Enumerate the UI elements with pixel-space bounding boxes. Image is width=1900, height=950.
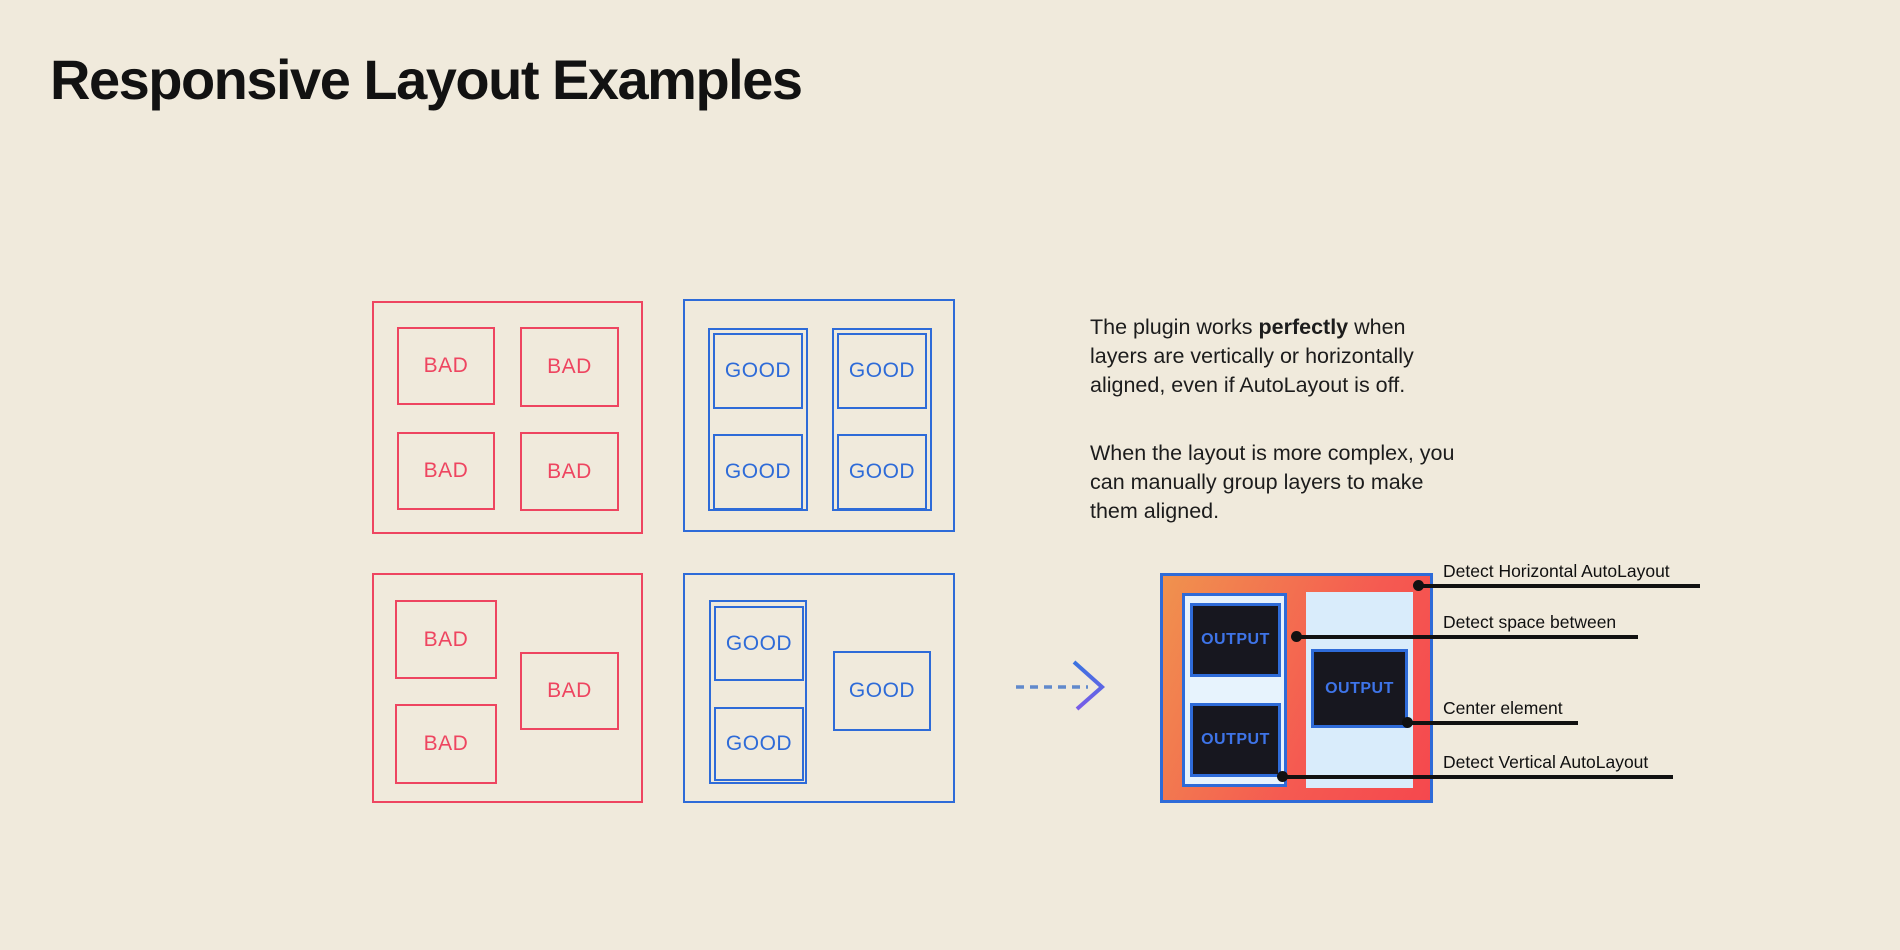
description-line: them aligned. [1090, 499, 1220, 523]
bad-box-label: BAD [423, 732, 469, 755]
good-column-group: GOOD GOOD [832, 328, 932, 511]
bad-box: BAD [520, 432, 619, 511]
good-column-group: GOOD GOOD [708, 328, 808, 511]
good-box-label: GOOD [725, 732, 793, 755]
output-box: OUTPUT [1190, 603, 1281, 677]
annotation-line-center [1408, 721, 1578, 725]
bad-box: BAD [395, 600, 497, 679]
description-line: aligned, even if AutoLayout is off. [1090, 373, 1406, 397]
bad-box-label: BAD [547, 679, 592, 702]
bad-box-label: BAD [423, 354, 469, 377]
page-title: Responsive Layout Examples [50, 48, 803, 111]
good-box: GOOD [837, 333, 927, 409]
good-box-label: GOOD [724, 460, 792, 483]
description-line: layers are vertically or horizontally [1090, 344, 1414, 368]
good-example-complex-group: GOOD GOOD GOOD [683, 573, 955, 803]
description-text-run: when [1348, 315, 1406, 339]
good-box: GOOD [713, 333, 803, 409]
description-bold-run: perfectly [1258, 315, 1349, 339]
bad-example-complex-group: BAD BAD BAD [372, 573, 643, 803]
output-box-label: OUTPUT [1201, 731, 1270, 748]
description-paragraph-2: When the layout is more complex, you can… [1090, 439, 1454, 526]
good-box: GOOD [714, 606, 804, 681]
bad-box: BAD [520, 327, 619, 407]
good-box-label: GOOD [724, 359, 792, 382]
annotation-line-horizontal [1419, 584, 1700, 588]
good-box: GOOD [713, 434, 803, 510]
bad-box-label: BAD [547, 459, 592, 483]
annotation-dot-space [1291, 631, 1302, 642]
output-center-box: OUTPUT [1311, 649, 1408, 728]
annotation-dot-center [1402, 717, 1413, 728]
bad-box: BAD [397, 327, 495, 405]
bad-box-label: BAD [547, 355, 592, 378]
output-box-label: OUTPUT [1325, 679, 1394, 697]
good-box: GOOD [833, 651, 931, 731]
annotation-dot-vertical [1277, 771, 1288, 782]
annotation-line-space [1297, 635, 1638, 639]
annotation-line-vertical [1283, 775, 1673, 779]
bad-box-label: BAD [423, 459, 469, 482]
good-column-group: GOOD GOOD [709, 600, 807, 784]
good-box-label: GOOD [848, 359, 916, 382]
good-box: GOOD [837, 434, 927, 510]
output-box-label: OUTPUT [1201, 631, 1270, 648]
output-frame: OUTPUT OUTPUT OUTPUT [1160, 573, 1433, 803]
description-line: can manually group layers to make [1090, 470, 1424, 494]
description-text-run: The plugin works [1090, 315, 1259, 339]
good-box-label: GOOD [725, 631, 793, 655]
description-line: When the layout is more complex, you [1090, 441, 1455, 465]
annotation-label-center: Center element [1443, 698, 1563, 718]
bad-box-label: BAD [423, 627, 469, 651]
good-example-aligned-group: GOOD GOOD GOOD GOOD [683, 299, 955, 532]
bad-example-aligned-group: BAD BAD BAD BAD [372, 301, 643, 534]
annotation-label-horizontal: Detect Horizontal AutoLayout [1443, 561, 1670, 581]
annotation-dot-horizontal [1413, 580, 1424, 591]
description-line: The plugin works perfectly when [1090, 313, 1454, 342]
description-paragraph-1: The plugin works perfectly when layers a… [1090, 313, 1454, 400]
good-box-label: GOOD [848, 460, 916, 483]
good-box-label: GOOD [848, 679, 916, 702]
description-text: The plugin works perfectly when layers a… [1090, 313, 1454, 565]
good-box: GOOD [714, 707, 804, 781]
output-box: OUTPUT [1190, 703, 1281, 777]
bad-box: BAD [520, 652, 619, 730]
output-vertical-autolayout-group: OUTPUT OUTPUT [1182, 593, 1287, 787]
bad-box: BAD [397, 432, 495, 510]
annotation-label-space: Detect space between [1443, 612, 1617, 632]
bad-box: BAD [395, 704, 497, 784]
transform-arrow-icon [1016, 660, 1106, 711]
annotation-label-vertical: Detect Vertical AutoLayout [1443, 752, 1649, 772]
